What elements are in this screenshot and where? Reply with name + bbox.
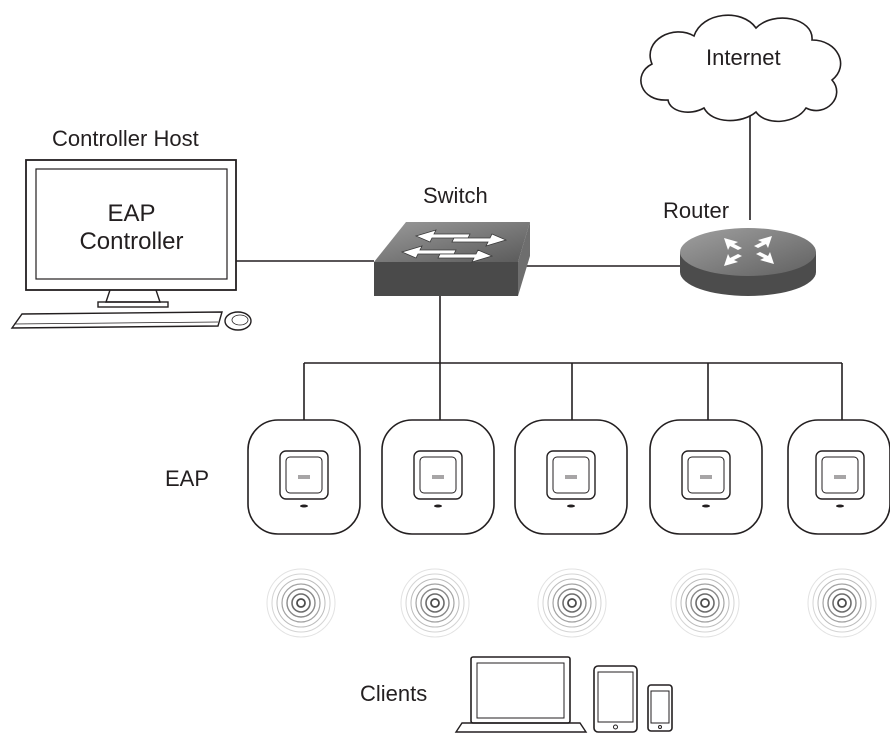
clients-label: Clients: [360, 681, 428, 706]
access-point-icon: [649, 419, 763, 535]
access-point-icon: [514, 419, 628, 535]
cloud-icon: [640, 14, 842, 123]
eap-label: EAP: [165, 466, 210, 491]
eap-group: [247, 419, 890, 535]
switch-label: Switch: [423, 183, 488, 208]
laptop-icon: [454, 656, 588, 733]
access-point-icon: [247, 419, 361, 535]
monitor-icon: [25, 159, 237, 308]
wifi-signal-group: [266, 568, 877, 638]
router-label: Router: [663, 198, 730, 223]
wifi-signal-icon: [537, 568, 607, 638]
switch-icon: [374, 222, 530, 296]
access-point-icon: [381, 419, 495, 535]
keyboard-icon: [10, 311, 223, 329]
wifi-signal-icon: [400, 568, 470, 638]
internet-label: Internet: [706, 45, 781, 70]
phone-icon: [647, 684, 673, 732]
controller-host-label: Controller Host: [52, 126, 199, 151]
router-icon: [680, 228, 816, 296]
wifi-signal-icon: [670, 568, 740, 638]
wifi-signal-icon: [807, 568, 877, 638]
wifi-signal-icon: [266, 568, 336, 638]
connection-lines: [236, 108, 843, 420]
tablet-icon: [593, 665, 638, 733]
access-point-icon: [787, 419, 890, 535]
controller-screen-line2: Controller: [79, 228, 184, 255]
controller-screen-line1: EAP: [107, 200, 156, 227]
mouse-icon: [224, 311, 252, 331]
